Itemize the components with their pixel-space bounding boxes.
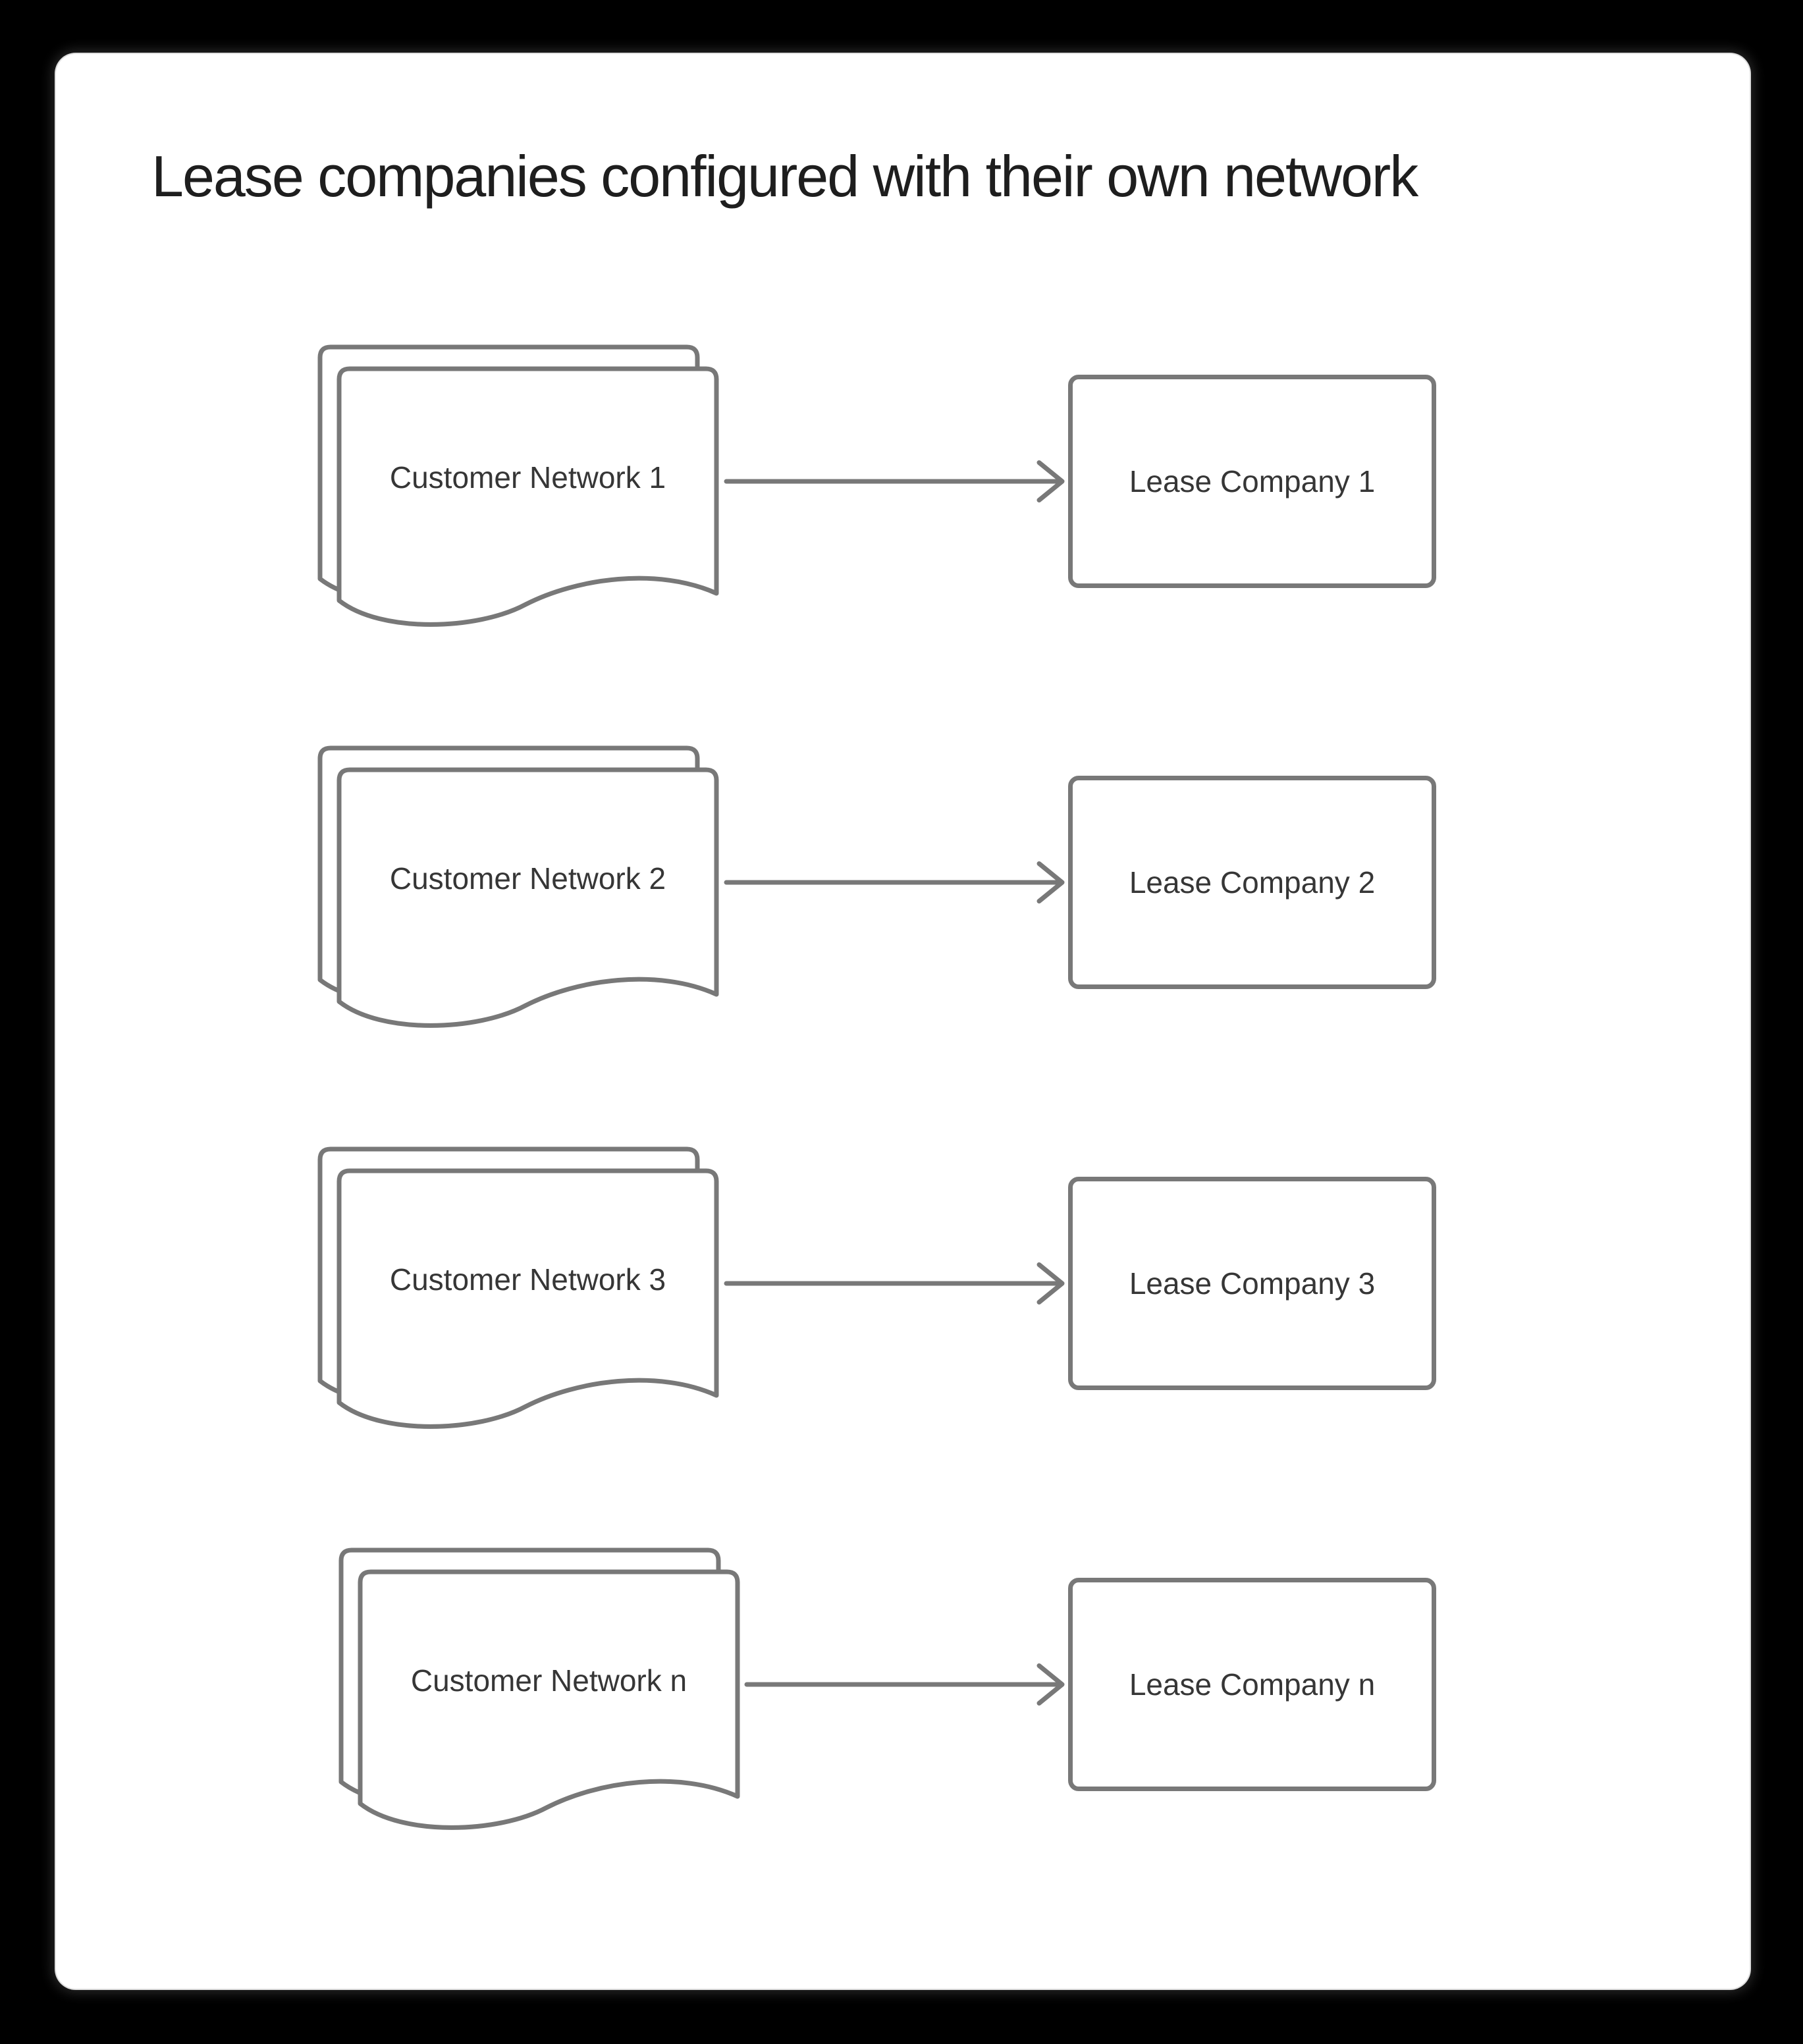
customer-network-label: Customer Network 3 (389, 1262, 666, 1297)
lease-company-box: Lease Company 3 (1068, 1177, 1436, 1390)
customer-network-label: Customer Network n (410, 1663, 687, 1698)
lease-company-box: Lease Company 1 (1068, 375, 1436, 588)
lease-company-box: Lease Company 2 (1068, 776, 1436, 989)
arrow-head-icon (1036, 1262, 1065, 1304)
document-stack-shape (317, 745, 719, 1028)
customer-network-label: Customer Network 2 (389, 861, 666, 896)
arrow-connector (724, 1262, 1065, 1304)
arrow-head-icon (1036, 1663, 1065, 1706)
diagram-canvas: Lease companies configured with their ow… (56, 54, 1750, 1989)
arrow-connector (744, 1663, 1065, 1706)
document-shape-front (336, 1168, 719, 1429)
lease-company-label: Lease Company 3 (1129, 1266, 1376, 1301)
arrow-head-icon (1036, 460, 1065, 502)
row-shapes (338, 1547, 1065, 1830)
diagram-title: Lease companies configured with their ow… (151, 144, 1418, 209)
lease-company-box: Lease Company n (1068, 1578, 1436, 1791)
lease-company-label: Lease Company n (1129, 1667, 1376, 1702)
lease-company-label: Lease Company 1 (1129, 464, 1376, 498)
document-shape-front (358, 1569, 740, 1830)
document-stack-shape (317, 1146, 719, 1429)
customer-network-label: Customer Network 1 (389, 460, 666, 495)
diagram-row: Customer Network n Lease Company n (56, 1546, 1750, 1901)
diagram-row: Customer Network 1 Lease Company 1 (56, 342, 1750, 698)
lease-company-label: Lease Company 2 (1129, 865, 1376, 900)
document-stack-shape (317, 344, 719, 627)
arrow-connector (724, 460, 1065, 502)
document-shape-front (336, 366, 719, 627)
diagram-row: Customer Network 3 Lease Company 3 (56, 1144, 1750, 1500)
diagram-row: Customer Network 2 Lease Company 2 (56, 743, 1750, 1099)
arrow-connector (724, 861, 1065, 903)
arrow-head-icon (1036, 861, 1065, 903)
document-stack-shape (338, 1547, 740, 1830)
row-shapes (317, 1146, 1065, 1429)
row-shapes (317, 745, 1065, 1028)
row-shapes (317, 344, 1065, 627)
document-shape-front (336, 767, 719, 1028)
